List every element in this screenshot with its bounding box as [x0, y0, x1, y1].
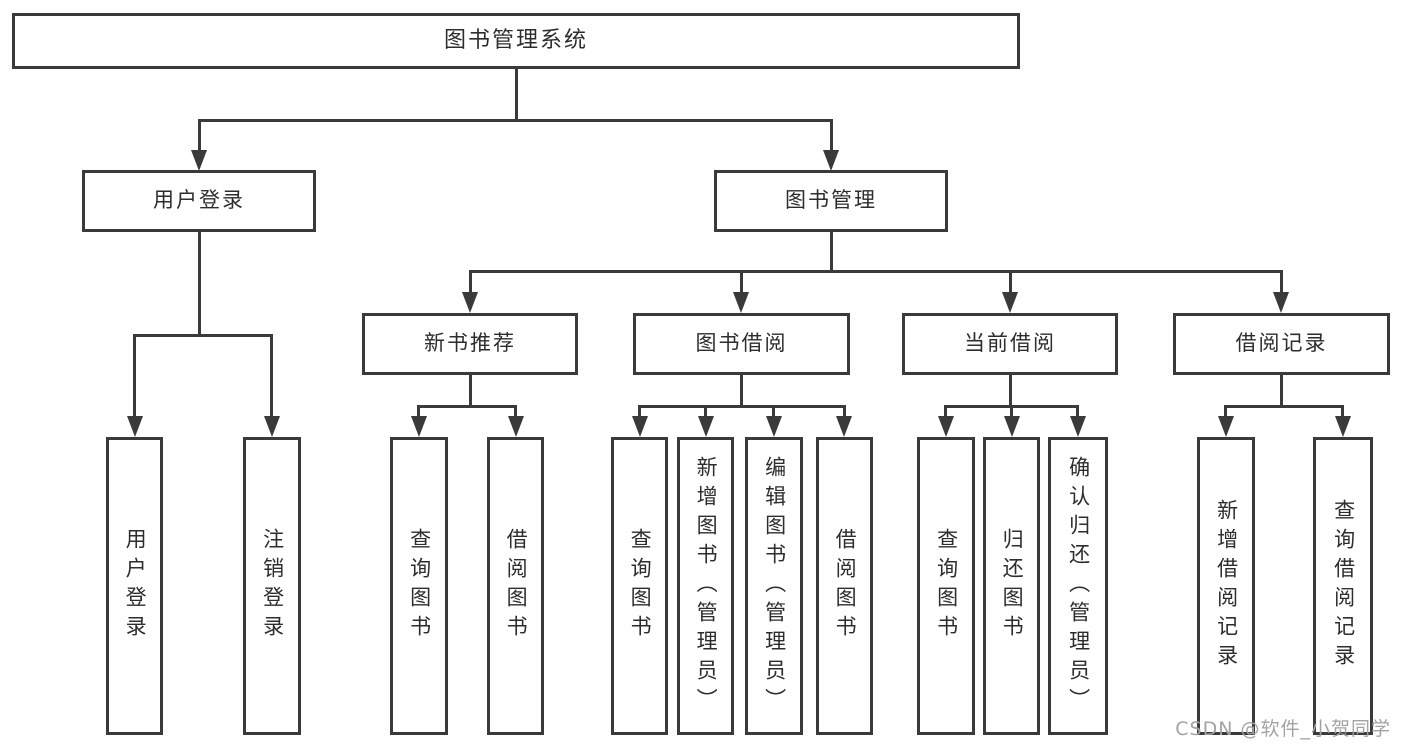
node-label: 新书推荐 — [424, 331, 516, 356]
connector-line — [944, 405, 947, 416]
node-label: 新增图书（管理员） — [694, 455, 719, 717]
arrow-down-icon — [462, 292, 478, 313]
node-leaf-confirm-return-admin: 确认归还（管理员） — [1048, 437, 1108, 735]
node-label: 当前借阅 — [964, 331, 1056, 356]
connector-line — [133, 334, 136, 416]
connector-line — [198, 119, 833, 122]
node-leaf-borrow-books: 借阅图书 — [816, 437, 873, 735]
node-label: 借阅记录 — [1235, 331, 1328, 356]
node-label: 查询图书 — [628, 528, 653, 644]
connector-line — [740, 270, 743, 293]
arrow-down-icon — [1218, 416, 1234, 437]
connector-line — [469, 375, 472, 406]
arrow-down-icon — [1004, 416, 1020, 437]
connector-line — [1010, 405, 1013, 416]
node-book-management: 图书管理 — [714, 170, 948, 232]
arrow-down-icon — [127, 416, 143, 437]
node-leaf-user-login: 用户登录 — [106, 437, 163, 735]
arrow-down-icon — [698, 416, 714, 437]
connector-line — [1009, 270, 1012, 293]
node-leaf-return-books: 归还图书 — [983, 437, 1040, 735]
connector-line — [830, 119, 833, 153]
node-label: 借阅图书 — [504, 528, 529, 644]
connector-line — [1009, 375, 1012, 406]
arrow-down-icon — [938, 416, 954, 437]
connector-line — [1226, 405, 1343, 408]
node-label: 查询借阅记录 — [1331, 499, 1356, 673]
connector-line — [1076, 405, 1079, 416]
node-leaf-query-books-recommend: 查询图书 — [390, 437, 448, 735]
node-leaf-logout: 注销登录 — [243, 437, 301, 735]
node-leaf-edit-books-admin: 编辑图书（管理员） — [745, 437, 803, 735]
node-borrow-records: 借阅记录 — [1173, 313, 1390, 375]
node-leaf-add-books-admin: 新增图书（管理员） — [677, 437, 734, 735]
connector-line — [514, 405, 517, 416]
connector-line — [843, 405, 846, 416]
connector-line — [830, 232, 833, 272]
node-label: 图书管理系统 — [443, 27, 588, 53]
connector-line — [418, 405, 516, 408]
node-label: 图书借阅 — [695, 331, 788, 356]
arrow-down-icon — [191, 150, 207, 171]
node-label: 新增借阅记录 — [1214, 499, 1239, 673]
node-new-book-recommend: 新书推荐 — [362, 313, 578, 375]
arrow-down-icon — [1070, 416, 1086, 437]
node-book-borrow: 图书借阅 — [633, 313, 850, 375]
connector-line — [704, 405, 707, 416]
connector-line — [1341, 405, 1344, 416]
node-label: 注销登录 — [260, 528, 285, 644]
csdn-watermark: CSDN @软件_小贺同学 — [1175, 718, 1391, 740]
node-label: 用户登录 — [123, 528, 148, 644]
arrow-down-icon — [823, 150, 839, 171]
arrow-down-icon — [1273, 292, 1289, 313]
node-label: 用户登录 — [153, 188, 245, 213]
connector-line — [198, 232, 201, 336]
node-leaf-add-borrow-record: 新增借阅记录 — [1197, 437, 1255, 735]
connector-line — [133, 334, 273, 337]
node-label: 查询图书 — [407, 528, 432, 644]
node-label: 图书管理 — [785, 188, 877, 213]
connector-line — [469, 270, 472, 293]
arrow-down-icon — [733, 292, 749, 313]
arrow-down-icon — [1335, 416, 1351, 437]
node-leaf-query-borrow-record: 查询借阅记录 — [1313, 437, 1373, 735]
connector-line — [1280, 270, 1283, 293]
arrow-down-icon — [632, 416, 648, 437]
node-user-login: 用户登录 — [82, 170, 316, 232]
connector-line — [270, 334, 273, 416]
node-label: 查询图书 — [934, 528, 959, 644]
connector-line — [638, 405, 641, 416]
node-leaf-borrow-books-recommend: 借阅图书 — [487, 437, 544, 735]
connector-line — [198, 119, 201, 153]
connector-line — [638, 405, 846, 408]
connector-line — [417, 405, 420, 416]
arrow-down-icon — [836, 416, 852, 437]
node-leaf-query-books-current: 查询图书 — [917, 437, 975, 735]
connector-line — [469, 270, 1282, 273]
node-current-borrow: 当前借阅 — [902, 313, 1118, 375]
connector-line — [772, 405, 775, 416]
arrow-down-icon — [264, 416, 280, 437]
node-label: 确认归还（管理员） — [1066, 455, 1091, 717]
arrow-down-icon — [1002, 292, 1018, 313]
node-label: 归还图书 — [1000, 528, 1025, 644]
arrow-down-icon — [766, 416, 782, 437]
arrow-down-icon — [508, 416, 524, 437]
connector-line — [740, 375, 743, 406]
connector-line — [1224, 405, 1227, 416]
node-label: 借阅图书 — [833, 528, 858, 644]
node-leaf-query-books-borrow: 查询图书 — [611, 437, 668, 735]
arrow-down-icon — [411, 416, 427, 437]
node-library-system: 图书管理系统 — [12, 13, 1020, 69]
connector-line — [515, 69, 518, 121]
connector-line — [1280, 375, 1283, 406]
node-label: 编辑图书（管理员） — [762, 455, 787, 717]
